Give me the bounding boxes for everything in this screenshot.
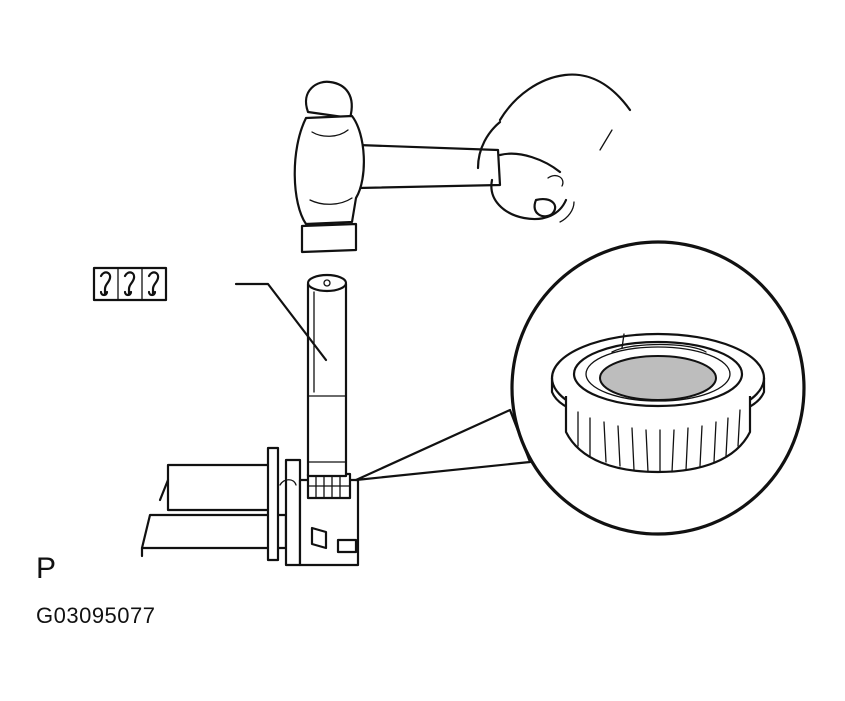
- sst-icon: [99, 271, 160, 297]
- sst-label: [92, 266, 328, 362]
- hammer: [293, 80, 502, 254]
- callout-leader: [354, 408, 532, 482]
- bearing-ring: [306, 472, 352, 500]
- hand: [476, 73, 632, 223]
- housing: [140, 446, 360, 567]
- figure-code: G03095077: [36, 603, 156, 628]
- drift-tool: [306, 273, 348, 478]
- detail-view: [510, 240, 806, 536]
- view-label: P: [36, 552, 57, 585]
